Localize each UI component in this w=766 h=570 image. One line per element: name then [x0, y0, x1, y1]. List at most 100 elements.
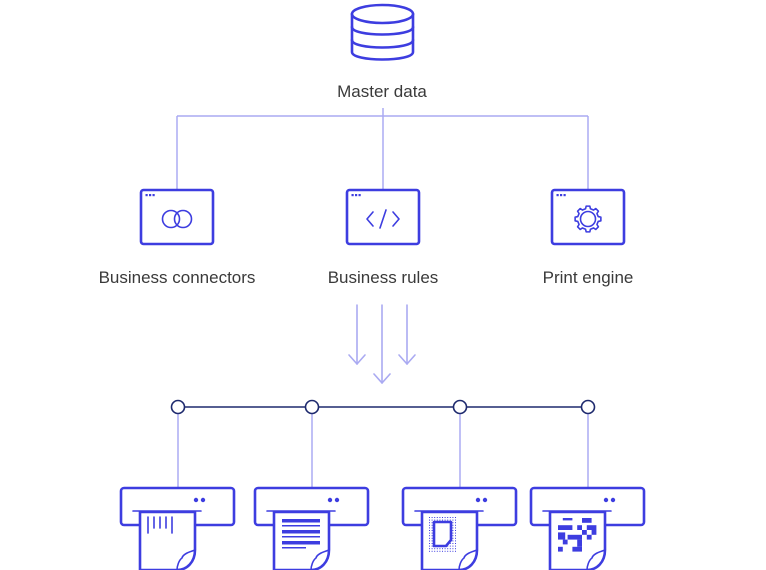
label-dot	[455, 548, 456, 550]
label-dot	[431, 530, 433, 531]
label-dot	[436, 548, 438, 550]
label-dot	[452, 530, 454, 531]
matrix-cell	[591, 530, 597, 535]
label-dot	[434, 550, 436, 552]
dotted-label-print	[429, 517, 456, 552]
label-dot	[447, 519, 449, 521]
label-dot	[436, 517, 438, 518]
label-dot	[434, 519, 436, 521]
label-dot	[447, 545, 449, 547]
label-dot	[452, 532, 454, 534]
down-arrows-icon	[348, 304, 416, 384]
text-document-print	[282, 519, 320, 549]
module-business-rules: Business rules	[328, 188, 439, 287]
status-light	[482, 497, 488, 503]
text-line	[282, 530, 320, 534]
printer-label-icon	[401, 486, 518, 570]
paper-curl	[458, 549, 478, 570]
top-connectors	[176, 108, 589, 190]
label-dot	[429, 540, 430, 542]
module-business-connectors: Business connectors	[99, 188, 255, 287]
matrix-cell	[562, 518, 573, 521]
label-dot	[449, 543, 451, 544]
bus-node	[452, 399, 468, 415]
label-dot	[455, 530, 456, 531]
barcode-label-print	[147, 516, 173, 534]
status-light	[610, 497, 616, 503]
database-icon	[350, 3, 415, 61]
label-dot	[444, 550, 446, 552]
label-dot	[439, 550, 441, 552]
label-dot	[447, 548, 449, 550]
linked-rings-icon	[161, 209, 193, 229]
module-print-engine: Print engine	[543, 188, 634, 287]
label-dot	[444, 517, 446, 518]
text-line	[282, 536, 320, 538]
label-dot	[447, 550, 449, 552]
label-dot	[431, 524, 433, 526]
label-dot	[452, 543, 454, 544]
label-dot	[455, 522, 456, 524]
label-dot	[455, 519, 456, 521]
label-dot	[429, 517, 430, 518]
printer-matrix-code-icon	[529, 486, 646, 570]
text-line	[282, 525, 320, 527]
bus-node	[170, 399, 186, 415]
printers-group	[119, 486, 646, 570]
label-dot	[452, 540, 454, 542]
label-dot	[449, 517, 451, 518]
label-dot	[429, 543, 430, 544]
window-dots	[145, 194, 155, 197]
matrix-cell	[577, 539, 582, 547]
text-line	[282, 547, 306, 549]
paper-curl	[176, 549, 196, 570]
label-dot	[455, 540, 456, 542]
matrix-cell	[582, 530, 587, 535]
label-dot	[455, 550, 456, 552]
arrow-down	[398, 304, 416, 365]
gear-icon	[574, 205, 602, 233]
label-dot	[452, 522, 454, 524]
text-line	[282, 519, 320, 523]
master-data-label: Master data	[337, 82, 427, 101]
label-dot	[431, 517, 433, 518]
label-dot	[452, 517, 454, 518]
label-dot	[449, 519, 451, 521]
label-dot	[442, 519, 443, 521]
master-data-node: Master data	[337, 3, 427, 101]
printer-bus	[170, 399, 596, 488]
label-dot	[444, 519, 446, 521]
label-dot	[439, 548, 441, 550]
label-dot	[429, 545, 430, 547]
label-dot	[452, 524, 454, 526]
label-dot	[436, 550, 438, 552]
label-dot	[449, 550, 451, 552]
label-dot	[455, 543, 456, 544]
label-dot	[452, 535, 454, 537]
label-dot	[455, 532, 456, 534]
label-dot	[429, 530, 430, 531]
status-light	[327, 497, 333, 503]
matrix-cell	[582, 518, 592, 523]
label-dot	[429, 548, 430, 550]
status-light	[603, 497, 609, 503]
label-dot	[431, 550, 433, 552]
label-dot	[455, 527, 456, 529]
bus-node	[580, 399, 596, 415]
status-light	[200, 497, 206, 503]
matrix-cell	[567, 534, 582, 540]
label-dot	[442, 550, 443, 552]
label-dot	[429, 537, 430, 539]
matrix-cell	[577, 525, 582, 530]
label-window	[432, 520, 453, 548]
label-dot	[442, 517, 443, 518]
label-dot	[431, 543, 433, 544]
status-light	[334, 497, 340, 503]
label-dot	[436, 519, 438, 521]
label-dot	[429, 524, 430, 526]
module-label: Business rules	[328, 268, 439, 287]
module-label: Print engine	[543, 268, 634, 287]
arrow-down	[373, 304, 391, 384]
label-dot	[455, 517, 456, 518]
label-dot	[429, 519, 430, 521]
